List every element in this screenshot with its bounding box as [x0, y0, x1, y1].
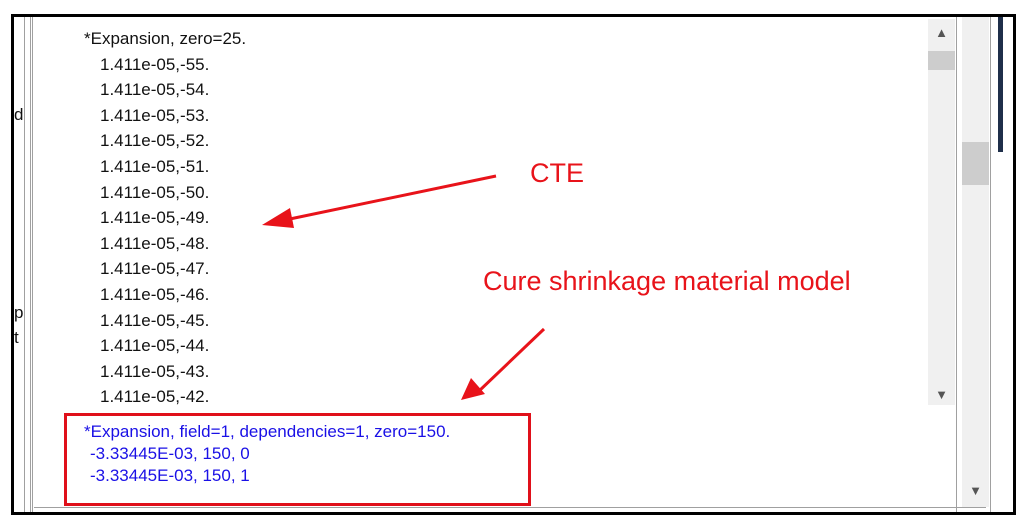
divider: [30, 17, 31, 512]
chevron-down-icon[interactable]: ▼: [935, 387, 948, 402]
data-line: 1.411e-05,-46.: [100, 284, 210, 304]
arrow-icon: [284, 174, 497, 222]
inner-scrollbar-thumb[interactable]: [928, 51, 955, 70]
data-line: 1.411e-05,-54.: [100, 80, 210, 100]
data-line: 1.411e-05,-47.: [100, 259, 210, 279]
divider: [956, 17, 957, 512]
data-line: 1.411e-05,-55.: [100, 54, 210, 74]
data-line: 1.411e-05,-43.: [100, 361, 210, 381]
left-panel-edge: d p t: [14, 17, 24, 512]
keyword-editor[interactable]: *Expansion, zero=25. 1.411e-05,-55. 1.41…: [34, 17, 956, 409]
divider: [990, 17, 991, 512]
arrow-icon: [476, 327, 546, 394]
data-line: 1.411e-05,-49.: [100, 208, 210, 228]
keyword-line: *Expansion, zero=25.: [84, 29, 247, 48]
cutoff-char: t: [14, 328, 19, 347]
arrowhead-icon: [262, 208, 294, 228]
data-line: 1.411e-05,-42.: [100, 387, 210, 407]
divider: [24, 17, 25, 512]
background-window-edge: [998, 17, 1003, 152]
data-line: 1.411e-05,-48.: [100, 233, 210, 253]
data-line: 1.411e-05,-52.: [100, 131, 210, 151]
divider: [32, 17, 33, 512]
data-line: 1.411e-05,-44.: [100, 336, 210, 356]
chevron-down-icon[interactable]: ▼: [969, 483, 982, 498]
data-line: 1.411e-05,-51.: [100, 156, 210, 176]
keyword-line: *Expansion, field=1, dependencies=1, zer…: [84, 422, 451, 441]
data-line: 1.411e-05,-45.: [100, 310, 210, 330]
data-line: -3.33445E-03, 150, 0: [90, 444, 250, 463]
cutoff-char: p: [14, 303, 24, 322]
inner-scrollbar[interactable]: ▲ ▼: [928, 19, 955, 405]
annotation-cure-shrinkage: Cure shrinkage material model: [483, 266, 851, 296]
outer-scrollbar-thumb[interactable]: [962, 142, 989, 185]
divider: [34, 507, 986, 508]
cutoff-char: d: [14, 105, 24, 124]
annotation-cte: CTE: [530, 158, 584, 188]
outer-scrollbar[interactable]: ▼: [962, 17, 989, 507]
data-line: 1.411e-05,-50.: [100, 182, 210, 202]
data-line: 1.411e-05,-53.: [100, 105, 210, 125]
window-frame: d p t *Expansion, zero=25. 1.411e-05,-55…: [11, 14, 1016, 515]
chevron-up-icon[interactable]: ▲: [935, 25, 948, 40]
data-line: -3.33445E-03, 150, 1: [90, 466, 250, 485]
highlight-box: [64, 413, 531, 506]
keyword-bottom-block[interactable]: *Expansion, field=1, dependencies=1, zer…: [34, 409, 934, 511]
arrowhead-icon: [461, 378, 485, 400]
